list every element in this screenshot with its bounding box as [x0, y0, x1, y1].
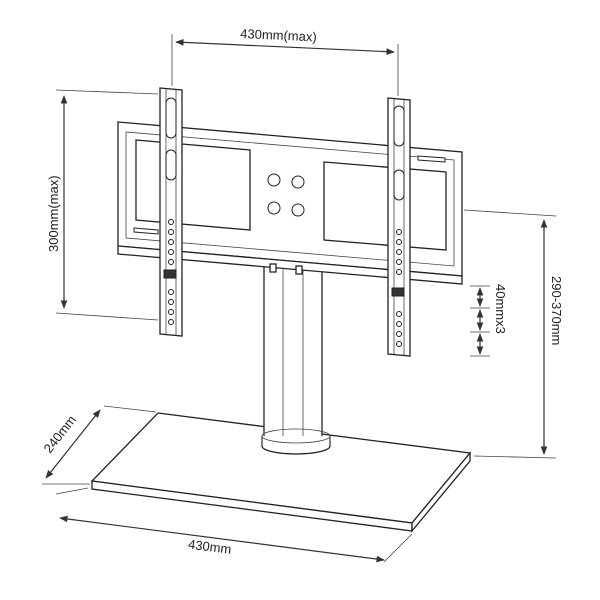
base-depth-label: 240mm: [41, 412, 80, 455]
left-vertical-arm: [159, 87, 183, 337]
dimension-base-width: 430mm: [55, 487, 413, 563]
hole-spacing-label: 40mmx3: [493, 284, 508, 334]
dimension-vesa-width: 430mm(max): [171, 26, 399, 96]
dimension-hole-spacing: 40mmx3: [470, 284, 508, 357]
height-range-label: 290-370mm: [549, 276, 564, 345]
right-vertical-arm: [387, 97, 411, 357]
support-column: [261, 261, 331, 455]
base-width-label: 430mm: [187, 537, 232, 557]
vesa-height-label: 300mm(max): [46, 175, 61, 252]
vesa-width-label: 430mm(max): [240, 26, 317, 44]
dimension-vesa-height: 300mm(max): [46, 89, 159, 321]
dimension-height-range: 290-370mm: [463, 209, 564, 459]
